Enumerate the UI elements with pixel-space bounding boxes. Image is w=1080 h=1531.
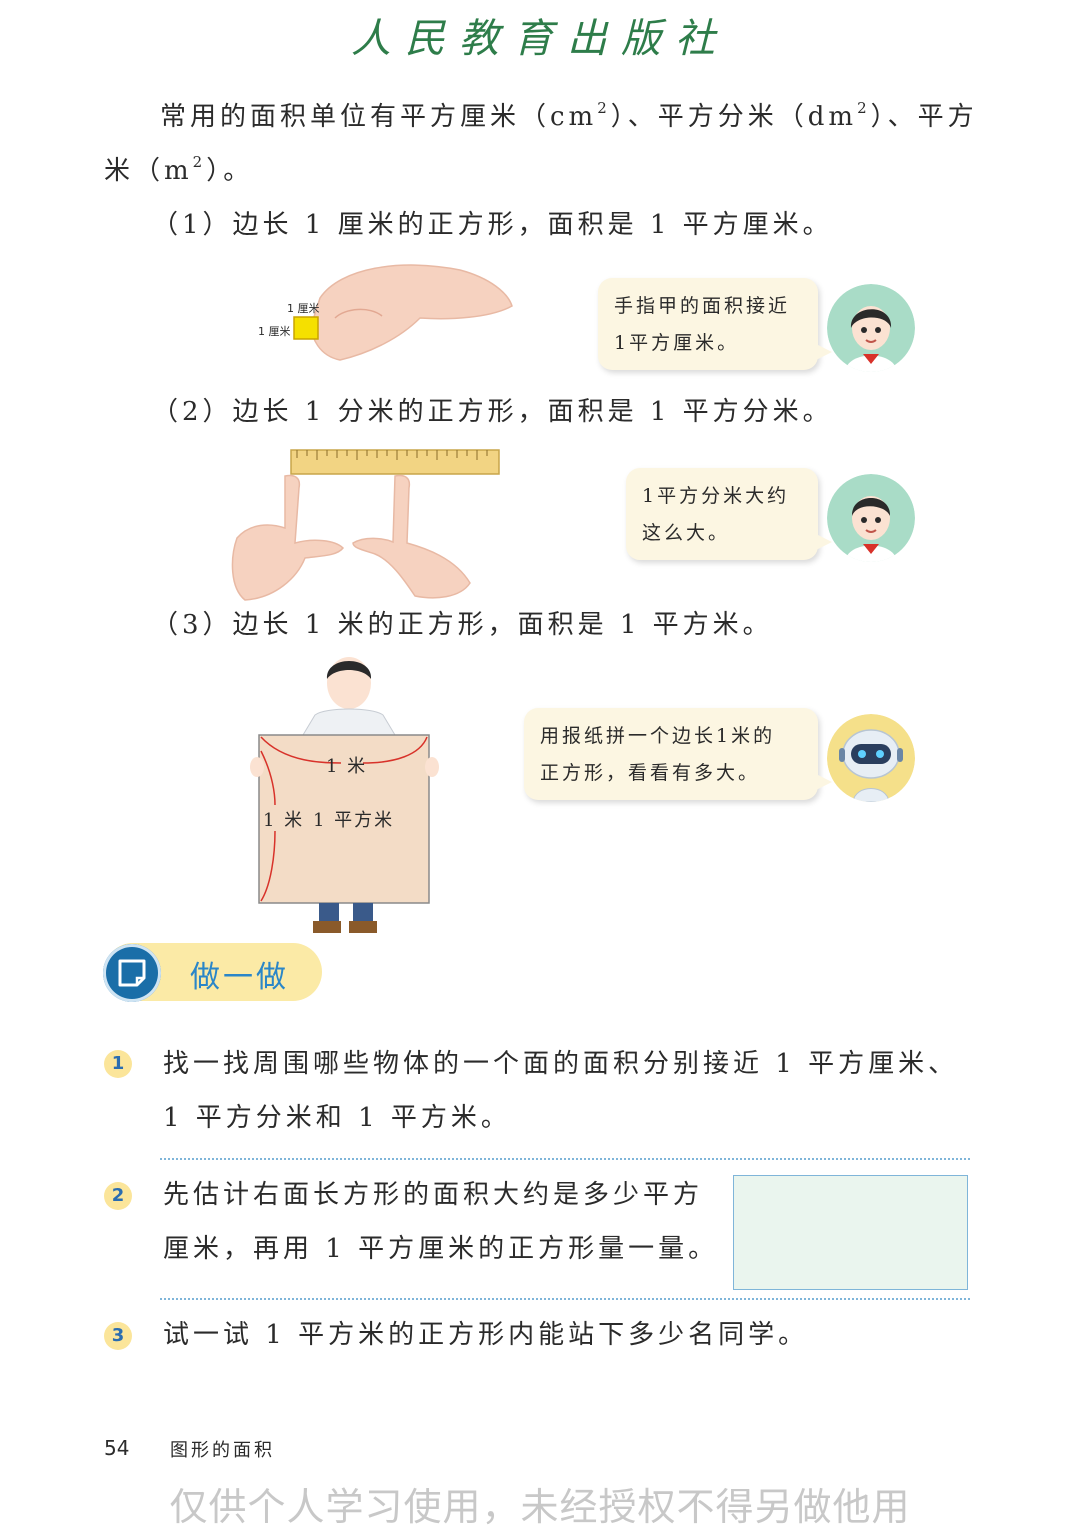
- watermark: 仅供个人学习使用，未经授权不得另做他用: [169, 1485, 911, 1529]
- speech-bubble-2: 1平方分米大约 这么大。: [626, 468, 832, 560]
- bubble-3-line-2: 正方形，看看有多大。: [540, 762, 761, 784]
- exercise-1-line-2: 1 平方分米和 1 平方米。: [163, 1103, 511, 1133]
- robot-avatar-icon: [827, 714, 915, 802]
- exercise-number-badge: 2: [104, 1182, 132, 1210]
- fig3-label-top: 1 米: [326, 756, 368, 777]
- item-1-text: （1）边长 1 厘米的正方形，面积是 1 平方厘米。: [152, 210, 833, 240]
- exercise-number-badge: 1: [104, 1050, 132, 1078]
- section-title: 做一做: [190, 960, 289, 995]
- bubble-3-line-1: 用报纸拼一个边长1米的: [540, 725, 776, 747]
- bubble-1-line-1: 手指甲的面积接近: [614, 295, 791, 317]
- page-number: 54: [104, 1436, 130, 1460]
- fig1-label-left: 1 厘米: [258, 325, 291, 338]
- folded-square-icon: [118, 959, 146, 987]
- exercise-2-line-1: 先估计右面长方形的面积大约是多少平方: [163, 1180, 704, 1210]
- intro-text-d: 米（m: [104, 156, 193, 186]
- publisher-header: 人民教育出版社: [351, 16, 729, 62]
- superscript: 2: [597, 99, 611, 117]
- bubble-tail: [816, 534, 832, 550]
- fig3-label-center: 1 平方米: [313, 810, 395, 831]
- bubble-2-line-2: 这么大。: [642, 522, 731, 544]
- boy-holding-square-illustration: [250, 657, 439, 933]
- intro-text-c: ）、平方: [870, 102, 978, 132]
- speech-bubble-1: 手指甲的面积接近 1平方厘米。: [598, 278, 832, 370]
- bubble-tail: [816, 774, 832, 790]
- fig1-label-top: 1 厘米: [287, 302, 320, 315]
- intro-text-e: ）。: [206, 156, 254, 186]
- bubble-tail: [816, 344, 832, 360]
- divider: [160, 1158, 970, 1160]
- bubble-1-line-2: 1平方厘米。: [614, 332, 740, 354]
- bubble-2-line-1: 1平方分米大约: [642, 485, 790, 507]
- intro-text-b: ）、平方分米（dm: [610, 102, 858, 132]
- boy-avatar-icon: [827, 474, 915, 562]
- exercise-1-line-1: 找一找周围哪些物体的一个面的面积分别接近 1 平方厘米、: [163, 1049, 959, 1079]
- item-3-text: （3）边长 1 米的正方形，面积是 1 平方米。: [152, 610, 773, 640]
- fingernail-illustration: [293, 264, 513, 361]
- exercise-3-line-1: 试一试 1 平方米的正方形内能站下多少名同学。: [163, 1320, 809, 1350]
- intro-text-a: 常用的面积单位有平方厘米（cm: [160, 102, 598, 132]
- exercise-number-badge: 3: [104, 1322, 132, 1350]
- estimate-rectangle: [733, 1175, 968, 1290]
- intro-line-1: 常用的面积单位有平方厘米（cm2）、平方分米（dm2）、平方: [160, 90, 980, 144]
- chapter-title: 图形的面积: [170, 1440, 275, 1461]
- exercise-2-line-2: 厘米，再用 1 平方厘米的正方形量一量。: [163, 1234, 719, 1264]
- ruler-hands-illustration: [231, 449, 500, 601]
- fig3-label-left: 1 米: [263, 810, 305, 831]
- superscript: 2: [857, 99, 871, 117]
- item-2-text: （2）边长 1 分米的正方形，面积是 1 平方分米。: [152, 397, 833, 427]
- intro-line-2: 米（m2）。: [104, 144, 253, 198]
- divider: [160, 1298, 970, 1300]
- girl-avatar-icon: [827, 284, 915, 372]
- activity-icon: [103, 944, 161, 1002]
- speech-bubble-3: 用报纸拼一个边长1米的 正方形，看看有多大。: [524, 708, 832, 800]
- superscript: 2: [192, 153, 207, 171]
